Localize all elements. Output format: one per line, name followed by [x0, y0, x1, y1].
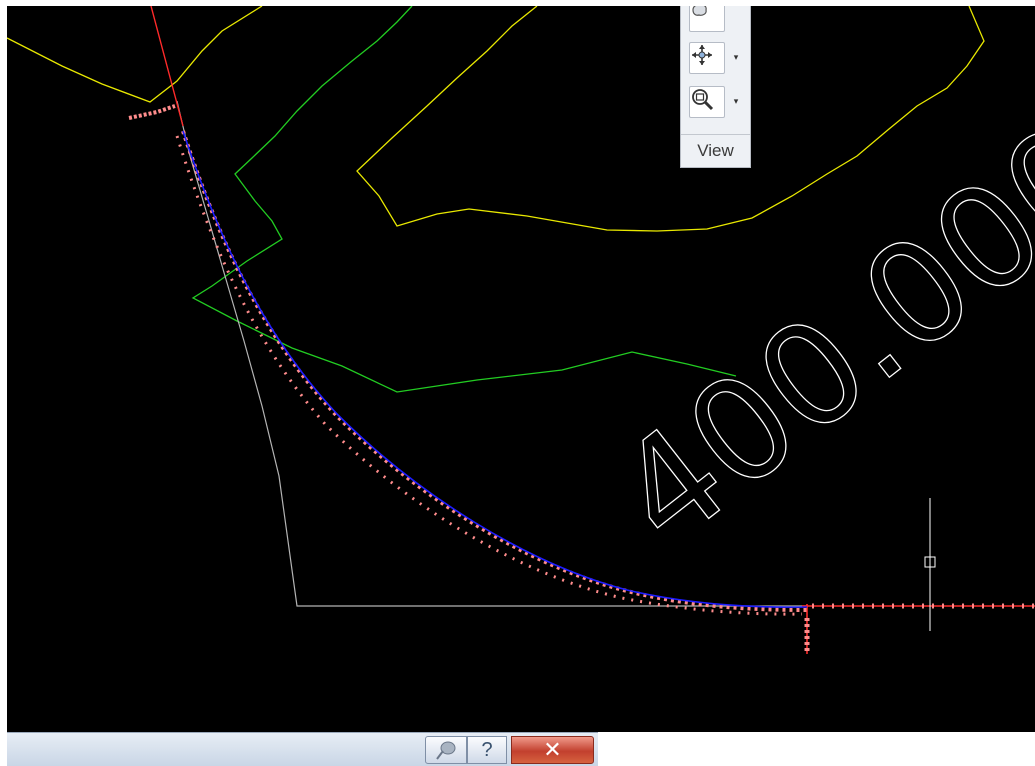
zoom-tool[interactable]: ▾ [689, 86, 743, 118]
contour-yellow-right [356, 6, 985, 232]
tangent-line [176, 100, 807, 607]
help-button[interactable]: ? [467, 736, 507, 764]
orbit-dropdown-icon[interactable]: ▾ [733, 53, 739, 63]
zoom-dropdown-icon[interactable]: ▾ [733, 97, 739, 107]
close-icon: ✕ [543, 737, 562, 763]
zoom-extents-icon[interactable] [689, 86, 725, 118]
pan-hand-icon[interactable] [689, 6, 725, 32]
alignment-curve-blue [182, 130, 808, 608]
alignment-red-top [150, 6, 184, 127]
view-panel-label: View [681, 134, 750, 167]
drawing-svg: 400.000 [7, 6, 1035, 654]
status-bar: ? ✕ [7, 732, 598, 766]
close-button[interactable]: ✕ [511, 736, 594, 764]
station-label: 400.000 [588, 93, 1035, 578]
contour-yellow-left [7, 6, 263, 103]
cursor-pickbox [924, 556, 936, 568]
orbit-tool[interactable]: ▾ [689, 42, 743, 74]
contour-green-upper [191, 6, 737, 393]
station-ticks-start [128, 104, 176, 120]
view-panel: ▾ ▾ View [680, 6, 751, 168]
pin-button[interactable] [425, 736, 467, 764]
orbit-icon[interactable] [689, 42, 725, 74]
pan-tool[interactable] [689, 6, 743, 32]
pin-icon [436, 741, 456, 760]
drawing-viewport[interactable]: 400.000 ▾ [7, 6, 1035, 732]
